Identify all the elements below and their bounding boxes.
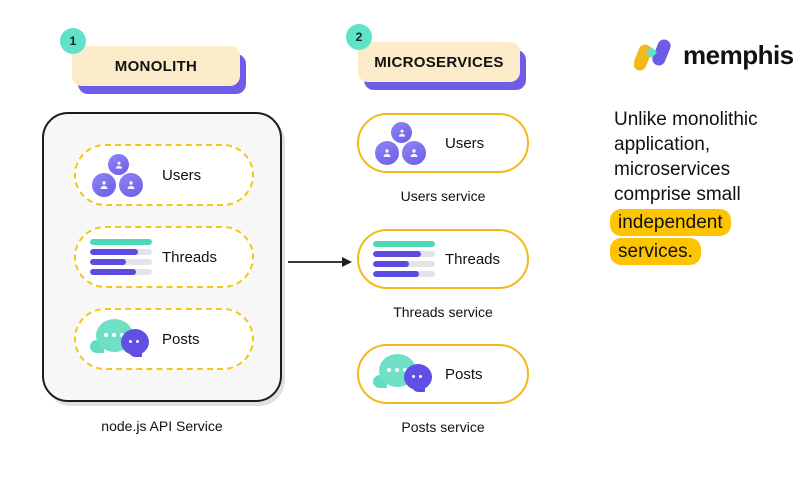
blurb-line: Unlike monolithic (614, 109, 758, 130)
section-badge-1: 1 (60, 28, 86, 54)
bar-fill (373, 251, 422, 257)
bar-track (90, 269, 152, 275)
bubble-dot (395, 368, 399, 372)
bar-fill (90, 249, 139, 255)
bar-fill (90, 269, 136, 275)
monolith-module-users[interactable]: Users (74, 144, 254, 206)
avatar (108, 154, 129, 175)
bar-track (90, 259, 152, 265)
bar-fill (373, 271, 419, 277)
module-label: Threads (162, 248, 218, 266)
posts-icon (84, 310, 158, 368)
service-label: Posts (445, 365, 483, 383)
header-card: MICROSERVICES (358, 42, 520, 82)
badge-number: 1 (69, 34, 77, 48)
microservice-card-users[interactable]: Users (357, 113, 529, 173)
microservice-card-posts[interactable]: Posts (357, 344, 529, 404)
bubble-dot (112, 333, 116, 337)
blurb-line-highlighted: services. (610, 238, 701, 265)
bar-track (373, 261, 435, 267)
bar-track (90, 239, 152, 245)
bar-fill (373, 241, 435, 247)
bubble-secondary (121, 329, 149, 355)
bar-track (90, 249, 152, 255)
posts-icon (367, 346, 441, 402)
bar-track (373, 251, 435, 257)
blurb-line-highlighted: independent (610, 209, 731, 236)
service-caption-users: Users service (400, 188, 486, 204)
bar-fill (90, 259, 126, 265)
monolith-caption: node.js API Service (101, 418, 223, 434)
bar-fill (90, 239, 152, 245)
bubble-secondary (404, 364, 432, 390)
blurb-line: application, (614, 134, 711, 155)
users-icon (367, 115, 441, 171)
bubble-dot (412, 375, 415, 378)
service-label: Users (445, 134, 485, 152)
section-header-monolith: MONOLITH 1 (60, 28, 246, 94)
bubble-dot (419, 375, 422, 378)
section-header-microservices: MICROSERVICES 2 (346, 24, 526, 90)
avatar (375, 141, 399, 165)
avatar (119, 173, 143, 197)
service-label: Threads (445, 250, 501, 268)
section-title: MONOLITH (114, 57, 198, 75)
badge-number: 2 (355, 30, 363, 44)
blurb-line: comprise small (614, 184, 741, 205)
flow-arrow-right (288, 255, 352, 267)
section-title: MICROSERVICES (374, 53, 504, 71)
bubble-dot (129, 340, 132, 343)
module-label: Users (162, 166, 202, 184)
bar-fill (373, 261, 409, 267)
monolith-module-posts[interactable]: Posts (74, 308, 254, 370)
description-text: Unlike monolithic application, microserv… (610, 107, 800, 265)
bar-track (373, 271, 435, 277)
avatar (391, 122, 412, 143)
module-label: Posts (162, 330, 200, 348)
avatar (402, 141, 426, 165)
brand-logo: memphis (633, 38, 794, 72)
bubble-dot (136, 340, 139, 343)
microservice-card-threads[interactable]: Threads (357, 229, 529, 289)
service-caption-posts: Posts service (401, 419, 485, 435)
bubble-dot (387, 368, 391, 372)
service-caption-threads: Threads service (393, 304, 493, 320)
section-badge-2: 2 (346, 24, 372, 50)
threads-icon (367, 231, 441, 287)
header-card: MONOLITH (72, 46, 240, 86)
monolith-module-threads[interactable]: Threads (74, 226, 254, 288)
bar-track (373, 241, 435, 247)
monolith-container: Users Threads (42, 112, 282, 402)
blurb-line: microservices (614, 159, 731, 180)
memphis-logo-icon (633, 38, 674, 72)
bubble-dot (104, 333, 108, 337)
brand-name: memphis (683, 39, 794, 70)
users-icon (84, 146, 158, 204)
threads-icon (84, 228, 158, 286)
avatar (92, 173, 116, 197)
